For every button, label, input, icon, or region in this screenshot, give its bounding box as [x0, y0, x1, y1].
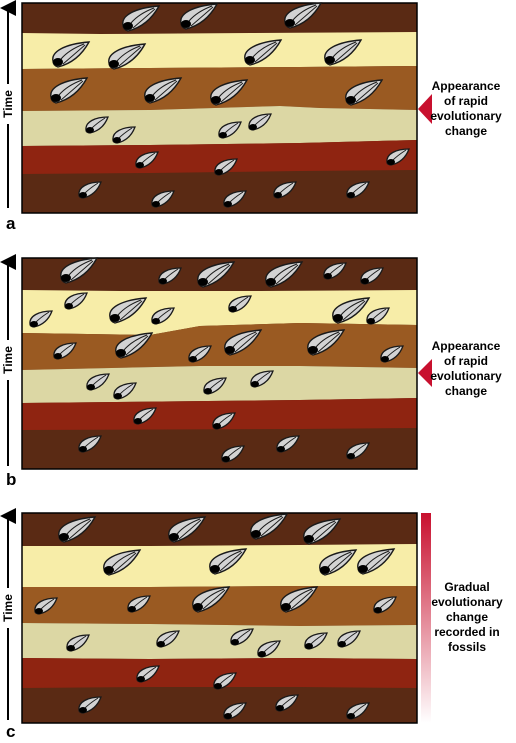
panel-c-strata: [21, 512, 418, 724]
panel-a-annotation: Appearance of rapid evolutionary change: [430, 79, 502, 138]
panel-a-time-label: Time: [1, 84, 15, 124]
panel-b-strata: [21, 257, 418, 470]
panel-b-annotation: Appearance of rapid evolutionary change: [430, 339, 502, 398]
panel-a-strata: [21, 2, 418, 214]
panel-c-letter: c: [6, 722, 16, 741]
panel-a-red-pointer: [418, 94, 432, 124]
panel-b-time-label: Time: [1, 340, 15, 380]
panel-c-annotation: Gradual evolutionary change recorded in …: [431, 580, 503, 654]
panel-b-letter: b: [6, 470, 17, 489]
panel-b-red-pointer: [418, 359, 432, 387]
panel-c-time-label: Time: [1, 588, 15, 628]
panel-c-gradient-bar: [421, 513, 431, 723]
panel-a-letter: a: [6, 214, 16, 233]
